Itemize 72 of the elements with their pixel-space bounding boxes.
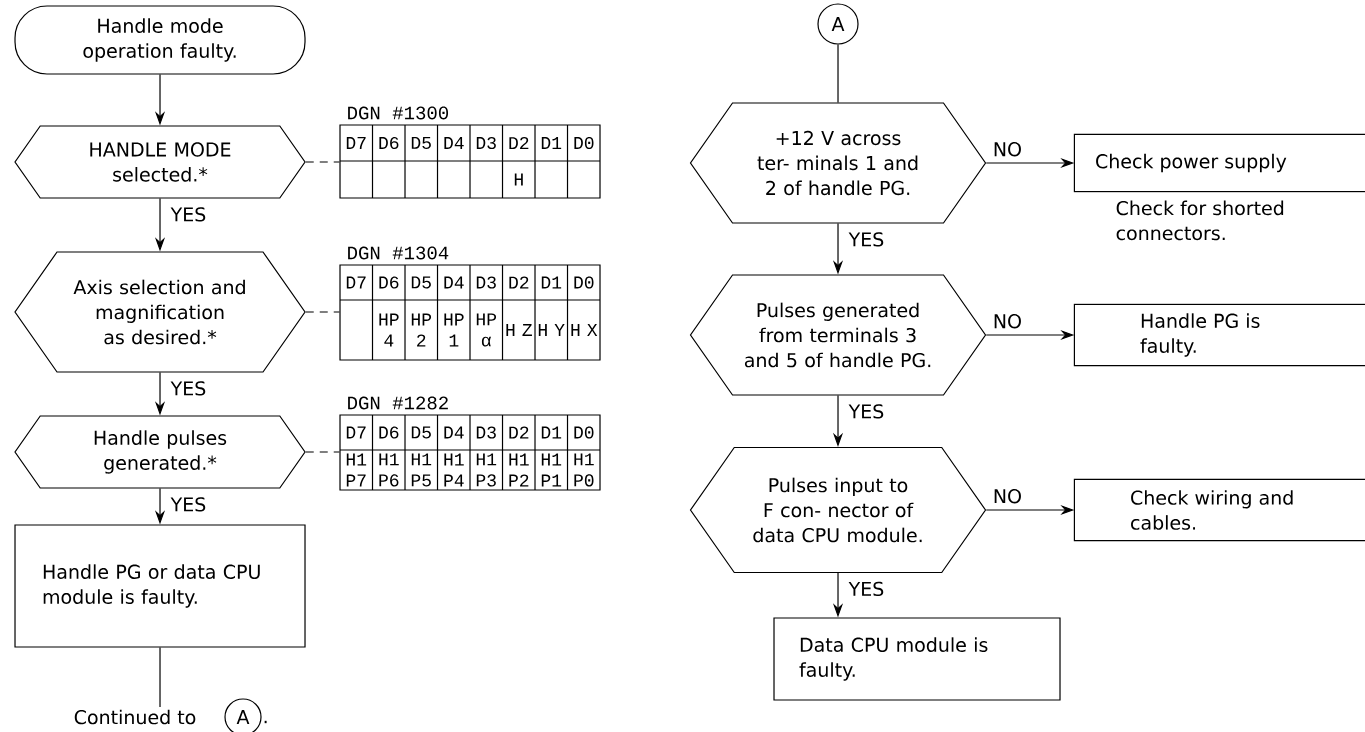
- process-box: Data CPU module is faulty.: [773, 617, 1061, 701]
- table-cell: H: [514, 173, 523, 186]
- edge-label: YES: [168, 379, 209, 398]
- process-box: Handle PG or data CPU module is faulty.: [14, 524, 306, 648]
- period-mark: .: [264, 720, 267, 724]
- table-cell: D0: [574, 426, 594, 439]
- decision-hexagon: Pulses input to F con- nector of data CPU module.: [689, 446, 987, 574]
- table-cell: D3: [476, 136, 496, 150]
- table-cell: D5: [411, 426, 431, 439]
- table-cell: D4: [444, 137, 464, 149]
- table-cell: H1 P3: [476, 453, 497, 487]
- table-cell: HP 1: [444, 313, 464, 347]
- table-cell: H1 P4: [444, 453, 464, 487]
- table-cell: D6: [379, 426, 399, 439]
- table-cell: D0: [574, 136, 594, 150]
- table-cell: HP 4: [379, 313, 399, 347]
- edge-label: NO: [990, 140, 1024, 159]
- table-cell: D7: [346, 276, 366, 289]
- table-cell: D3: [476, 276, 496, 289]
- table-cell: D4: [444, 426, 464, 439]
- table-cell: H1 P0: [574, 453, 594, 487]
- edge-label: YES: [846, 579, 887, 599]
- start-terminal: Handle mode operation faulty.: [14, 5, 306, 75]
- decision-hexagon: Pulses generated from terminals 3 and 5 of handle PG.: [689, 274, 987, 396]
- connector-line: [305, 451, 340, 453]
- connector-line: [159, 647, 161, 708]
- table-cell: D4: [444, 276, 464, 289]
- continuation-text: Continued to: [74, 709, 196, 725]
- edge-label: YES: [168, 205, 209, 224]
- table-cell: D5: [411, 137, 431, 149]
- table-cell: D2: [509, 136, 529, 149]
- table-cell: D6: [379, 276, 399, 289]
- table-cell: H1 P1: [541, 453, 562, 487]
- action-box: Check power supply: [1073, 133, 1365, 193]
- connector-line: [305, 161, 340, 163]
- table-cell: D7: [346, 137, 366, 149]
- connector-line: [837, 44, 839, 103]
- action-box: Handle PG is faulty.: [1073, 303, 1365, 367]
- decision-hexagon: Handle pulses generated.*: [14, 415, 306, 489]
- table-heading: DGN #1282: [348, 396, 448, 410]
- table-cell: HP α: [476, 313, 497, 347]
- table-heading: DGN #1300: [348, 106, 449, 120]
- decision-hexagon: HANDLE MODE selected.*: [14, 125, 306, 199]
- note-text: Check for shorted connectors.: [1116, 200, 1284, 241]
- decision-hexagon: Axis selection and magnification as desired.*: [14, 251, 306, 373]
- decision-hexagon: +12 V across ter- minals 1 and 2 of handle PG.: [689, 102, 987, 224]
- edge-label: YES: [846, 402, 887, 421]
- table-cell: H Y: [538, 324, 565, 336]
- table-cell: D1: [541, 276, 562, 289]
- edge-label: NO: [990, 312, 1024, 331]
- table-cell: D1: [541, 137, 562, 149]
- connector-line: [305, 311, 340, 313]
- edge-label: YES: [846, 230, 887, 249]
- table-cell: H X: [571, 324, 598, 336]
- edge-label: NO: [990, 487, 1024, 506]
- edge-label: YES: [168, 495, 209, 514]
- table-cell: D0: [574, 276, 594, 289]
- table-cell: D1: [541, 426, 562, 439]
- table-cell: D2: [509, 426, 529, 439]
- table-cell: H1 P7: [346, 453, 367, 487]
- table-cell: D6: [379, 136, 399, 150]
- table-cell: H Z: [506, 324, 532, 336]
- table-cell: D7: [346, 426, 366, 439]
- table-cell: HP 2: [411, 313, 432, 347]
- table-cell: D3: [476, 426, 496, 439]
- table-heading: DGN #1304: [348, 246, 449, 260]
- table-cell: H1 P5: [411, 453, 432, 487]
- table-cell: H1 P2: [509, 453, 529, 487]
- action-box: Check wiring and cables.: [1073, 478, 1365, 542]
- table-cell: D5: [411, 276, 431, 289]
- table-cell: D2: [509, 276, 529, 289]
- table-cell: H1 P6: [379, 453, 399, 487]
